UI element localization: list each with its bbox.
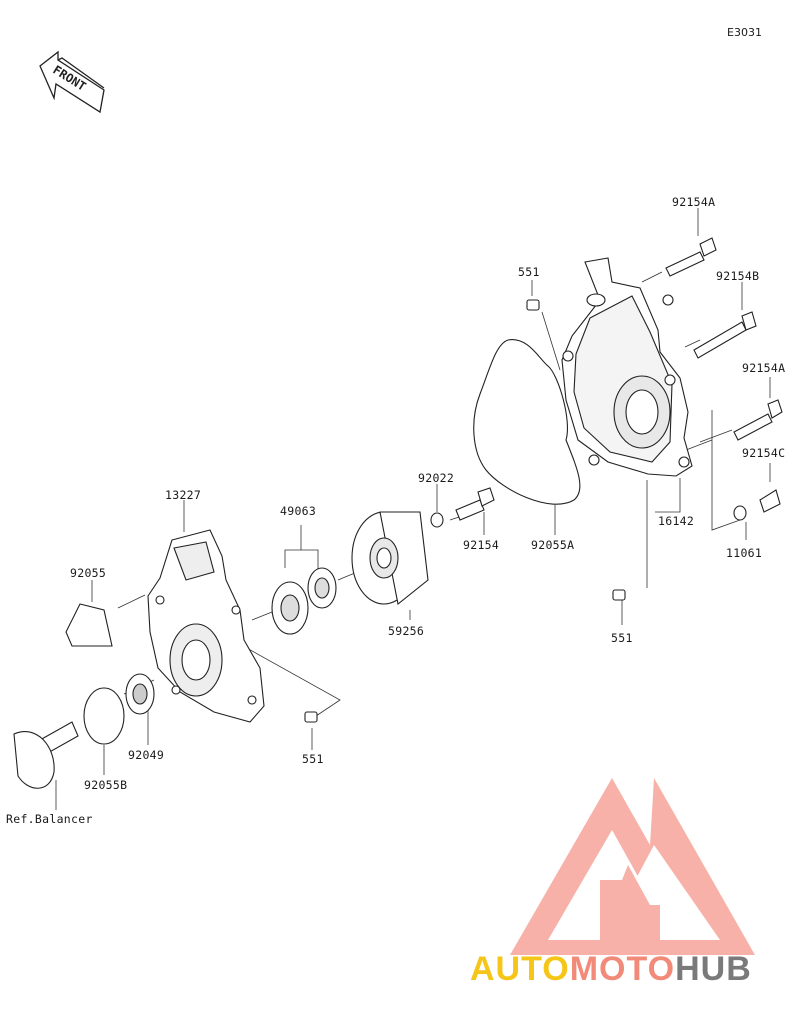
balancer-shaft-icon	[13, 721, 79, 789]
part-label-551-bottom[interactable]: 551	[302, 752, 324, 766]
bolt-92154A-top-icon	[665, 237, 717, 277]
part-label-92154B[interactable]: 92154B	[716, 269, 760, 283]
part-label-92154A-mid[interactable]: 92154A	[742, 361, 786, 375]
o-ring-92055-icon	[65, 603, 113, 647]
watermark-logo-icon	[510, 778, 755, 955]
part-label-16142[interactable]: 16142	[658, 514, 695, 528]
part-label-49063[interactable]: 49063	[280, 504, 317, 518]
bolt-92154B-icon	[693, 311, 757, 359]
washer-92022-icon	[430, 512, 444, 528]
gasket-92055A-icon	[473, 339, 581, 505]
mechanical-seal-49063-icon	[271, 567, 337, 635]
part-shapes	[13, 237, 783, 789]
watermark-word-3: HUB	[675, 950, 752, 988]
impeller-59256-icon	[351, 511, 429, 605]
part-label-59256[interactable]: 59256	[388, 624, 425, 638]
dowel-pin-551-top-icon	[526, 299, 540, 311]
part-label-92055B[interactable]: 92055B	[84, 778, 128, 792]
pump-housing-13227-icon	[147, 529, 265, 723]
dowel-pin-551-bottom-icon	[304, 711, 318, 723]
part-label-92022[interactable]: 92022	[418, 471, 455, 485]
part-label-92055A[interactable]: 92055A	[531, 538, 575, 552]
part-label-92154C[interactable]: 92154C	[742, 446, 786, 460]
bolt-92154-icon	[455, 487, 495, 521]
part-label-92154A-top[interactable]: 92154A	[672, 195, 716, 209]
watermark-text: AUTOMOTOHUB	[470, 950, 752, 989]
front-arrow-icon	[39, 50, 105, 114]
o-ring-92055B-icon	[83, 687, 125, 745]
reference-label: Ref.Balancer	[6, 812, 93, 826]
part-label-92049[interactable]: 92049	[128, 748, 165, 762]
dowel-pin-551-right-icon	[612, 589, 626, 601]
bolt-92154A-mid-icon	[733, 399, 783, 441]
part-label-92154[interactable]: 92154	[463, 538, 500, 552]
part-label-13227[interactable]: 13227	[165, 488, 202, 502]
diagram-code: E3031	[727, 26, 762, 39]
part-label-551-right[interactable]: 551	[611, 631, 633, 645]
washer-11061-icon	[733, 505, 747, 521]
bolt-92154C-icon	[759, 489, 781, 513]
part-label-551-top[interactable]: 551	[518, 265, 540, 279]
part-label-92055[interactable]: 92055	[70, 566, 107, 580]
watermark-word-2: MOTO	[569, 950, 676, 988]
pump-cover-16142-icon	[561, 257, 693, 477]
part-label-11061[interactable]: 11061	[726, 546, 763, 560]
oil-seal-92049-icon	[125, 673, 155, 715]
watermark-word-1: AUTO	[470, 950, 570, 988]
